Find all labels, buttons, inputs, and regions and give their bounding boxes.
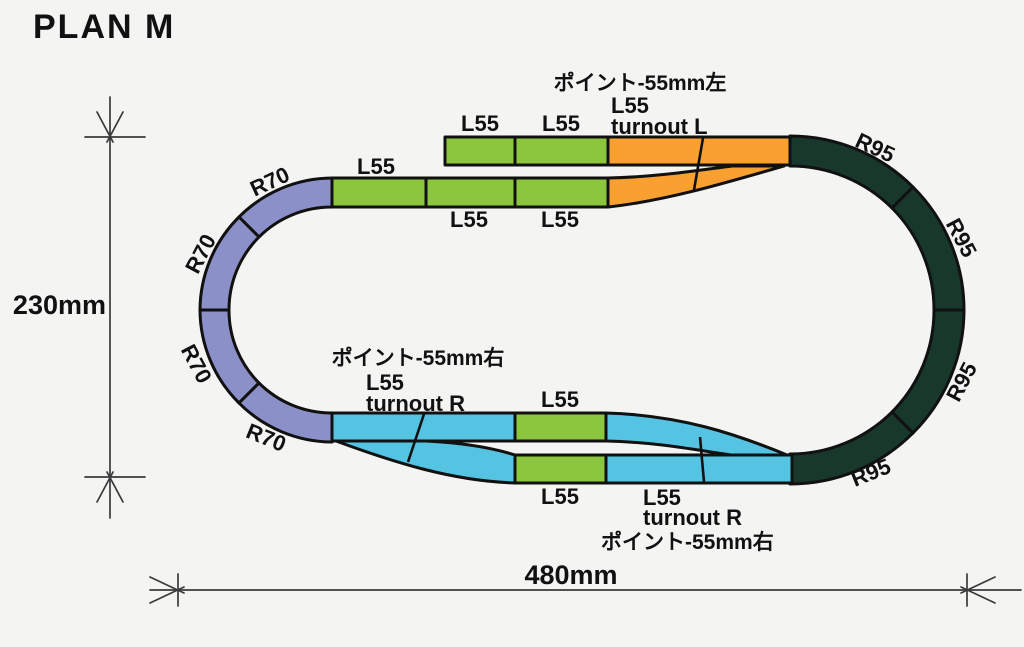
turnout-right-front-type-label: turnout R — [366, 391, 465, 416]
siding-l55-label-1: L55 — [461, 111, 499, 136]
main-l55-label-2: L55 — [450, 207, 488, 232]
loop-straights: L55 L55 — [513, 387, 608, 509]
main-l55-label-1: L55 — [357, 154, 395, 179]
height-dimension-arrow-top — [96, 111, 124, 143]
turnout-right-front-name-label: L55 — [366, 370, 404, 395]
height-dimension: 230mm — [13, 96, 146, 519]
top-main-straights: L55 L55 L55 — [330, 154, 610, 232]
width-dimension: 480mm — [149, 560, 1022, 607]
l55-straight-loop-upper — [513, 411, 608, 443]
width-dimension-arrow-right — [960, 576, 996, 604]
turnout-right-rear-type-label: turnout R — [643, 505, 742, 530]
page-title: PLAN M — [33, 8, 175, 46]
height-dimension-label: 230mm — [13, 290, 106, 320]
turnout-right-rear-diverging-route — [604, 411, 789, 457]
main-l55-label-3: L55 — [541, 207, 579, 232]
height-dimension-arrow-bottom — [96, 471, 124, 503]
left-curve-r70: R70 R70 R70 R70 — [176, 162, 334, 457]
width-dimension-arrow-left — [149, 576, 185, 604]
l55-straight-siding-2 — [513, 135, 610, 167]
turnout-left-joint — [692, 137, 705, 191]
turnout-right-front-jp-label: ポイント-55mm右 — [332, 346, 505, 370]
turnout-right-rear-cyan: L55 turnout R ポイント-55mm右 — [601, 411, 794, 554]
turnout-left-type-label: turnout L — [611, 114, 708, 139]
turnout-right-rear-joint — [698, 436, 706, 483]
l55-straight-siding-1 — [443, 135, 517, 167]
top-siding-straights: L55 L55 — [443, 111, 610, 167]
width-dimension-label: 480mm — [524, 560, 617, 590]
turnout-left-jp-label: ポイント-55mm左 — [554, 71, 727, 95]
turnout-right-front-cyan: ポイント-55mm右 L55 turnout R — [330, 346, 517, 485]
loop-lower-l55-label: L55 — [541, 484, 579, 509]
turnout-right-rear-name-label: L55 — [643, 485, 681, 510]
l55-straight-loop-lower — [513, 453, 608, 485]
right-curve-r95: R95 R95 R95 R95 — [788, 128, 982, 492]
turnout-right-rear-jp-label: ポイント-55mm右 — [601, 530, 774, 554]
turnout-right-front-joint — [406, 413, 426, 463]
turnout-left-name-label: L55 — [611, 93, 649, 118]
l55-straight-main-2 — [424, 176, 517, 209]
turnout-left-orange: ポイント-55mm左 L55 turnout L — [554, 71, 792, 209]
l55-straight-main-1 — [330, 176, 428, 209]
l55-straight-main-3 — [513, 176, 610, 209]
turnout-left-diverging-route — [606, 164, 786, 209]
siding-l55-label-2: L55 — [542, 111, 580, 136]
turnout-right-rear-through-route — [604, 453, 794, 485]
r70-curve-segment-3 — [198, 308, 261, 405]
loop-upper-l55-label: L55 — [541, 387, 579, 412]
turnout-right-front-diverging-route — [334, 439, 517, 485]
